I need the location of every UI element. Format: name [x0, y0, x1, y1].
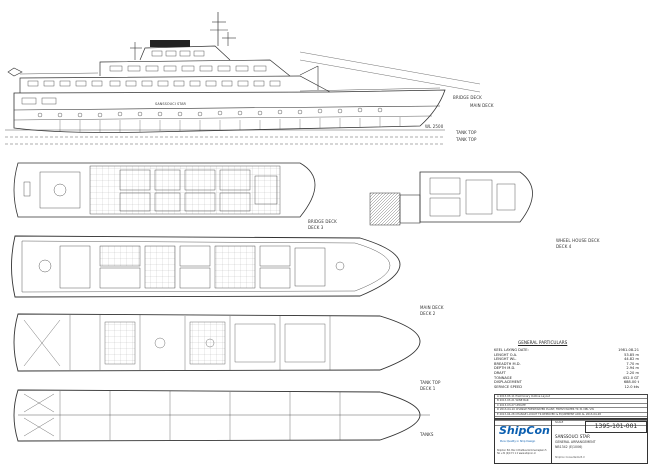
title-block: ShipCon Pure Quality in Ship Design Ship… [494, 418, 648, 464]
label-wheel-house-deck: WHEEL HOUSE DECK [556, 238, 600, 243]
particulars-title: GENERAL PARTICULARS [518, 340, 568, 345]
tanks-plan [13, 389, 430, 442]
label-tank-top-plan: TANK TOP [420, 380, 441, 385]
revision-row: A 2013-03-11 Preliminary Outline Layout [495, 395, 647, 400]
revision-row: C 2013-03-27 UPDATE [495, 404, 647, 409]
label-wheel-house-sub: DECK 4 [556, 244, 572, 249]
tank-top-plan [13, 313, 421, 372]
particulars-row: BREADTH M.D.7.70 m [494, 361, 639, 366]
revision-row: D 2013-04-10 CHANGE FRESHWATER PLANT, FR… [495, 408, 647, 413]
drawing-number: 1395-101-001 [585, 421, 647, 433]
label-wl: WL 2500 [425, 124, 444, 129]
company-address: ShipCon P.O. Box 4 Postbus Kommerceplein… [497, 449, 547, 455]
label-tanks: TANKS [420, 432, 434, 437]
label-hull-name: SANSSOUCI STAR [155, 102, 187, 106]
project-number: NB1342 (E/1006) [555, 445, 583, 449]
particulars-row: DEPTH M.D.2.94 m [494, 366, 639, 371]
label-main-deck-sub: DECK 2 [420, 311, 436, 316]
general-particulars: GENERAL PARTICULARS KEEL LAYING DATE:198… [494, 340, 639, 389]
vessel-name: SANSSOUCI STAR [555, 434, 590, 439]
label-bridge-deck-plan: BRIDGE DECK [308, 219, 337, 224]
label-main-deck-side: MAIN DECK [470, 103, 494, 108]
label-tank-top-side-2: TANK TOP [456, 137, 477, 142]
main-deck-plan [11, 235, 401, 298]
side-profile [5, 12, 481, 145]
label-main-deck-plan: MAIN DECK [420, 305, 444, 310]
revision-row [495, 417, 647, 422]
drawing-title: GENERAL ARRANGEMENT [555, 440, 596, 444]
title-block-divider [551, 419, 552, 463]
scale-label: SCALE [555, 421, 564, 424]
bridge-deck-plan [13, 162, 316, 218]
particulars-row: KEEL LAYING DATE:1981-08-21 [494, 348, 639, 352]
label-bridge-deck-sub: DECK 3 [308, 225, 324, 230]
revision-row [495, 421, 647, 426]
revision-table: A 2013-03-11 Preliminary Outline Layout … [494, 394, 648, 426]
particulars-row: LENGHT WL.44.82 m [494, 357, 639, 362]
revision-row: B 2013-03-21 WINE BAR [495, 399, 647, 404]
label-tank-top-side: TANK TOP [456, 130, 477, 135]
shipcon-logo: ShipCon Pure Quality in Ship Design [497, 421, 550, 449]
label-bridge-deck-side: BRIDGE DECK [453, 95, 482, 100]
wheel-house-deck-plan [369, 171, 533, 226]
label-tank-top-sub: DECK 1 [420, 386, 436, 391]
title-block-footer: ShipCon Consultants B.V. [555, 456, 586, 459]
revision-row: E 2013-04-28 CHANGE LAYOUT TK REMOVED & … [495, 413, 647, 417]
particulars-row: LENGHT O.A.53.85 m [494, 352, 639, 357]
logo-tagline: Pure Quality in Ship Design [500, 440, 536, 443]
logo-text: ShipCon [499, 424, 550, 437]
